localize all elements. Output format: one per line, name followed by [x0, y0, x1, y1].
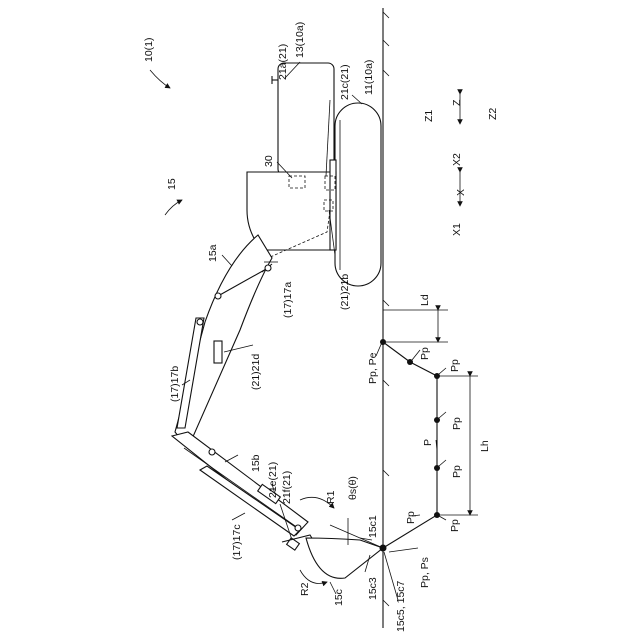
label-antenna: 21a(21): [277, 44, 289, 80]
label-pp-6: Pp: [405, 511, 417, 524]
label-boom-cylinder: (17)17a: [282, 282, 294, 318]
ground-hatching: [383, 12, 389, 606]
trajectory-points: [380, 339, 440, 518]
label-sensor-21c: 21c(21): [339, 64, 351, 100]
label-tip: 15c5, 15c7: [395, 580, 407, 632]
label-track: 11(10a): [363, 60, 375, 95]
label-r2: R2: [299, 582, 311, 596]
label-excavator: 10(1): [143, 37, 155, 62]
label-z2: Z2: [487, 108, 499, 120]
label-arm: 15b: [250, 454, 262, 472]
label-sensor-21b: (21)21b: [339, 274, 351, 310]
label-sensor-21d: (21)21d: [250, 354, 262, 390]
arm-cyl-pin: [197, 319, 203, 325]
swing-frame: [330, 160, 336, 250]
label-pp-3: Pp: [451, 417, 463, 430]
label-arm-cylinder: (17)17b: [169, 366, 181, 402]
label-z: Z: [451, 99, 463, 106]
label-x: X: [455, 189, 467, 196]
label-lh: Lh: [479, 440, 491, 452]
sensor-21d: [214, 341, 222, 363]
label-hood: 13(10a): [294, 22, 306, 58]
label-bucket-cylinder: (17)17c: [231, 524, 243, 560]
label-15c3: 15c3: [367, 577, 379, 600]
label-pp-1: Pp: [419, 347, 431, 360]
rotation-arc-r2: [300, 570, 327, 584]
label-x2: X2: [451, 153, 463, 166]
label-z1: Z1: [423, 110, 435, 122]
boom-pin-upper: [215, 293, 221, 299]
bucket-cyl-pin: [295, 525, 301, 531]
label-pp-5: Pp: [449, 519, 461, 532]
label-pp-pe: Pp, Pe: [367, 352, 379, 384]
boom-pin-lower: [265, 265, 271, 271]
label-pp-ps: Pp, Ps: [419, 557, 431, 588]
arm-pivot: [209, 449, 215, 455]
boom-15a: [175, 235, 272, 448]
crawler-track: [335, 103, 381, 286]
label-p: P: [422, 439, 434, 446]
label-sensor-21e: 21e(21): [267, 462, 279, 498]
bucket-15c: [306, 538, 383, 578]
label-front: 15: [166, 178, 178, 190]
label-bucket: 15c: [333, 589, 345, 606]
label-sensor-21f: 21f(21): [281, 471, 293, 504]
label-x1: X1: [451, 223, 463, 236]
label-pp-2: Pp: [449, 359, 461, 372]
label-pp-4: Pp: [451, 465, 463, 478]
label-theta: θs(θ): [347, 476, 359, 500]
label-r1: R1: [325, 490, 337, 504]
label-boom: 15a: [207, 244, 219, 262]
label-controller: 30: [263, 155, 275, 167]
label-15c1: 15c1: [367, 515, 379, 538]
label-ld: Ld: [419, 294, 431, 306]
